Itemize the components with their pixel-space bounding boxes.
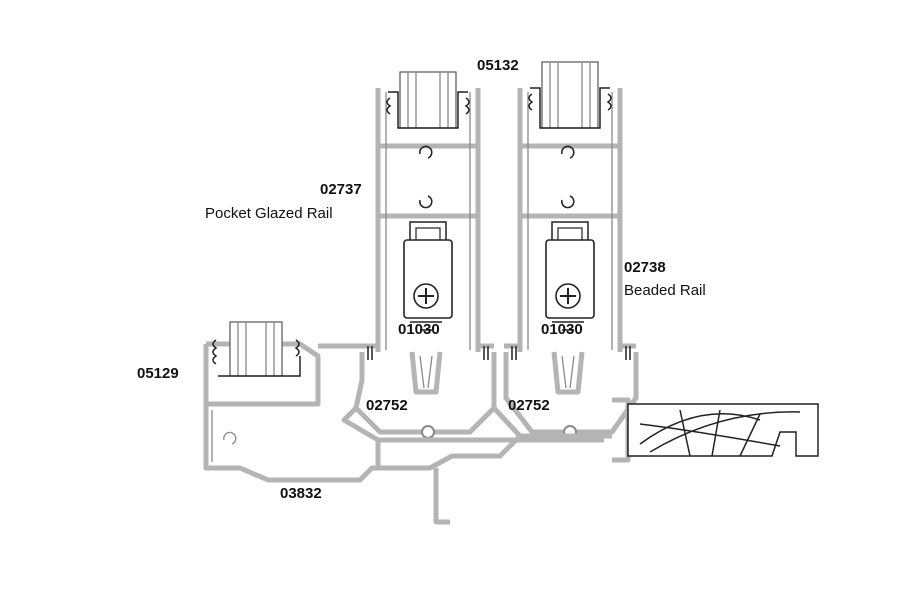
label-05129: 05129: [137, 365, 179, 382]
left-top-glazing-unit: [386, 71, 470, 129]
label-01030-left: 01030: [398, 321, 440, 338]
left-bottom-rail-02752: [353, 343, 497, 439]
left-hardware-01030: [403, 221, 453, 331]
label-02752-left: 02752: [366, 397, 408, 414]
timber-sill: [627, 403, 819, 457]
left-glazing-05129: [212, 321, 301, 377]
label-beaded-rail: Beaded Rail: [624, 282, 706, 299]
right-hardware-01030: [545, 221, 595, 331]
label-02738: 02738: [624, 259, 666, 276]
right-bottom-rail-02752: [503, 343, 639, 439]
left-sash-profile: [375, 88, 481, 352]
label-03832: 03832: [280, 485, 322, 502]
label-02752-right: 02752: [508, 397, 550, 414]
right-top-glazing-unit: [528, 61, 612, 129]
label-02737: 02737: [320, 181, 362, 198]
label-05132: 05132: [477, 57, 519, 74]
label-pocket-glazed-rail: Pocket Glazed Rail: [205, 205, 333, 222]
right-sash-profile: [517, 88, 623, 352]
label-01030-right: 01030: [541, 321, 583, 338]
